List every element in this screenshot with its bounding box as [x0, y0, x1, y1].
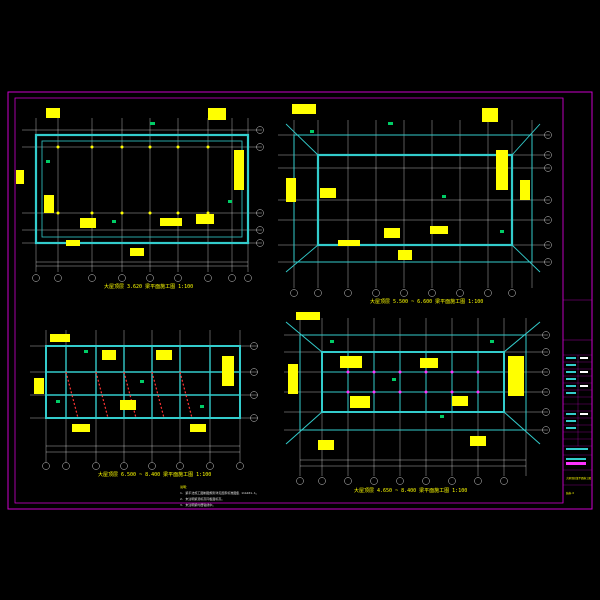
- plan-panel-4: [284, 312, 550, 485]
- panel-3-caption: 大屋顶层 6.500 ~ 8.400 梁平面施工图 1:100: [98, 471, 211, 478]
- title-block-project: 大屋顶层梁平面施工图: [566, 477, 592, 480]
- panel-1-title: 大屋顶层 3.620 梁平面施工图: [104, 284, 176, 290]
- plan-panel-2: [278, 104, 552, 297]
- plan-panel-1: [16, 108, 264, 282]
- note-item-2: 2. 未注明梁顶标高同板面标高。: [180, 497, 225, 501]
- plan-panel-3: [30, 330, 258, 470]
- panel-4-caption: 大屋顶层 4.650 ~ 8.400 梁平面施工图 1:100: [354, 487, 467, 494]
- panel-3-title: 大屋顶层 6.500 ~ 8.400 梁平面施工图: [98, 472, 194, 478]
- sheet-border: [7, 91, 593, 510]
- panel-2-title: 大屋顶层 5.500 ~ 6.600 梁平面施工图: [370, 299, 466, 305]
- panel-1-scale: 1:100: [178, 284, 194, 290]
- panel-2-scale: 1:100: [468, 299, 484, 305]
- general-notes: 说明： 1. 梁平法施工图制图规则详见国家标准图集 11G101-1。 2. 未…: [180, 484, 259, 508]
- notes-header: 说明：: [180, 485, 190, 489]
- panel-1-caption: 大屋顶层 3.620 梁平面施工图 1:100: [104, 283, 193, 290]
- panel-2-caption: 大屋顶层 5.500 ~ 6.600 梁平面施工图 1:100: [370, 298, 483, 305]
- title-block-sheet-no: 结施-6: [566, 492, 575, 495]
- panel-3-scale: 1:100: [196, 472, 212, 478]
- note-item-1: 1. 梁平法施工图制图规则详见国家标准图集 11G101-1。: [180, 491, 259, 495]
- title-block: [562, 98, 592, 503]
- panel-4-scale: 1:100: [452, 488, 468, 494]
- panel-4-title: 大屋顶层 4.650 ~ 8.400 梁平面施工图: [354, 488, 450, 494]
- note-item-3: 3. 未注明梁均居轴线中。: [180, 503, 216, 507]
